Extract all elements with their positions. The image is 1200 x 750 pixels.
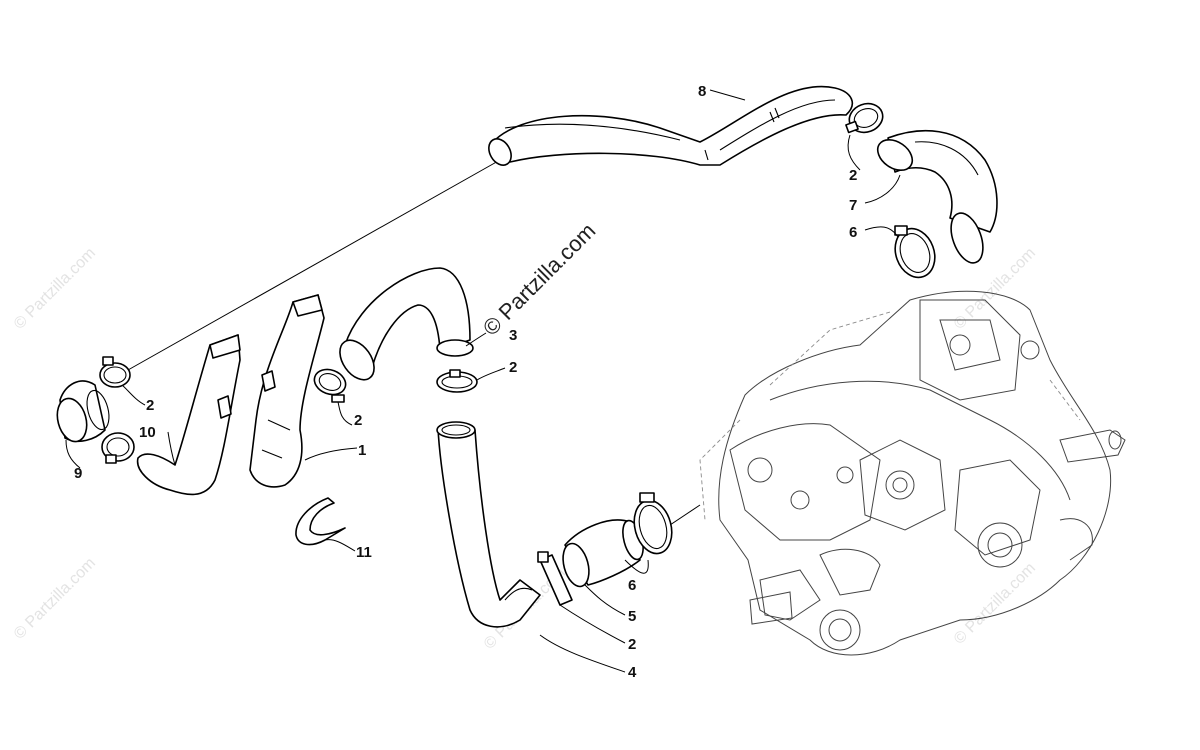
part-2-clamp-left-upper: [99, 356, 131, 388]
part-6-clamp-upper-right: [894, 225, 936, 279]
callout-7: 7: [849, 197, 857, 214]
callout-2-center: 2: [509, 359, 517, 376]
part-9-left-coupler: [56, 380, 110, 443]
watermark-tile-left-upper: © Partzilla.com: [11, 245, 99, 333]
callout-6-upper: 6: [849, 224, 857, 241]
callout-5: 5: [628, 608, 636, 625]
watermark-center: © Partzilla.com: [478, 218, 601, 341]
part-2-clamp-upper-right: [845, 102, 884, 134]
callout-9: 9: [74, 465, 82, 482]
part-10-left-duct: [136, 334, 241, 496]
part-1-square-duct: [249, 294, 325, 488]
watermark-tile-left-lower: © Partzilla.com: [11, 555, 99, 643]
callout-8: 8: [698, 83, 706, 100]
part-4-long-hose: [436, 421, 541, 628]
callout-labels: 8 2 7 6 3 2 2 1 2 10 9 11 6 5 2 4: [74, 83, 857, 681]
part-2-clamp-mid-left: [313, 368, 347, 403]
alignment-line-8-to-2: [127, 159, 501, 371]
part-7-elbow-hose: [876, 129, 998, 264]
part-2-clamp-lower: [537, 551, 573, 606]
callout-11: 11: [356, 544, 372, 561]
part-2-clamp-left-lower: [101, 432, 135, 464]
callout-3: 3: [509, 327, 517, 344]
callout-2-lower: 2: [628, 636, 636, 653]
part-2-clamp-center: [436, 369, 478, 393]
part-5-coupler: [562, 519, 644, 588]
leader-lines: [65, 89, 901, 673]
callout-2-upper-right: 2: [849, 167, 857, 184]
part-8-upper-pipe: [488, 85, 854, 166]
callout-4: 4: [628, 664, 637, 681]
callout-1: 1: [358, 442, 366, 459]
callout-2-left: 2: [146, 397, 154, 414]
part-3-elbow-hose: [339, 267, 474, 381]
callout-10: 10: [139, 424, 156, 441]
callout-2-mid-left: 2: [354, 412, 362, 429]
engine-assembly: [699, 290, 1126, 656]
callout-6-lower: 6: [628, 577, 636, 594]
part-6-clamp-lower: [633, 492, 673, 555]
part-11-strap: [295, 497, 346, 546]
